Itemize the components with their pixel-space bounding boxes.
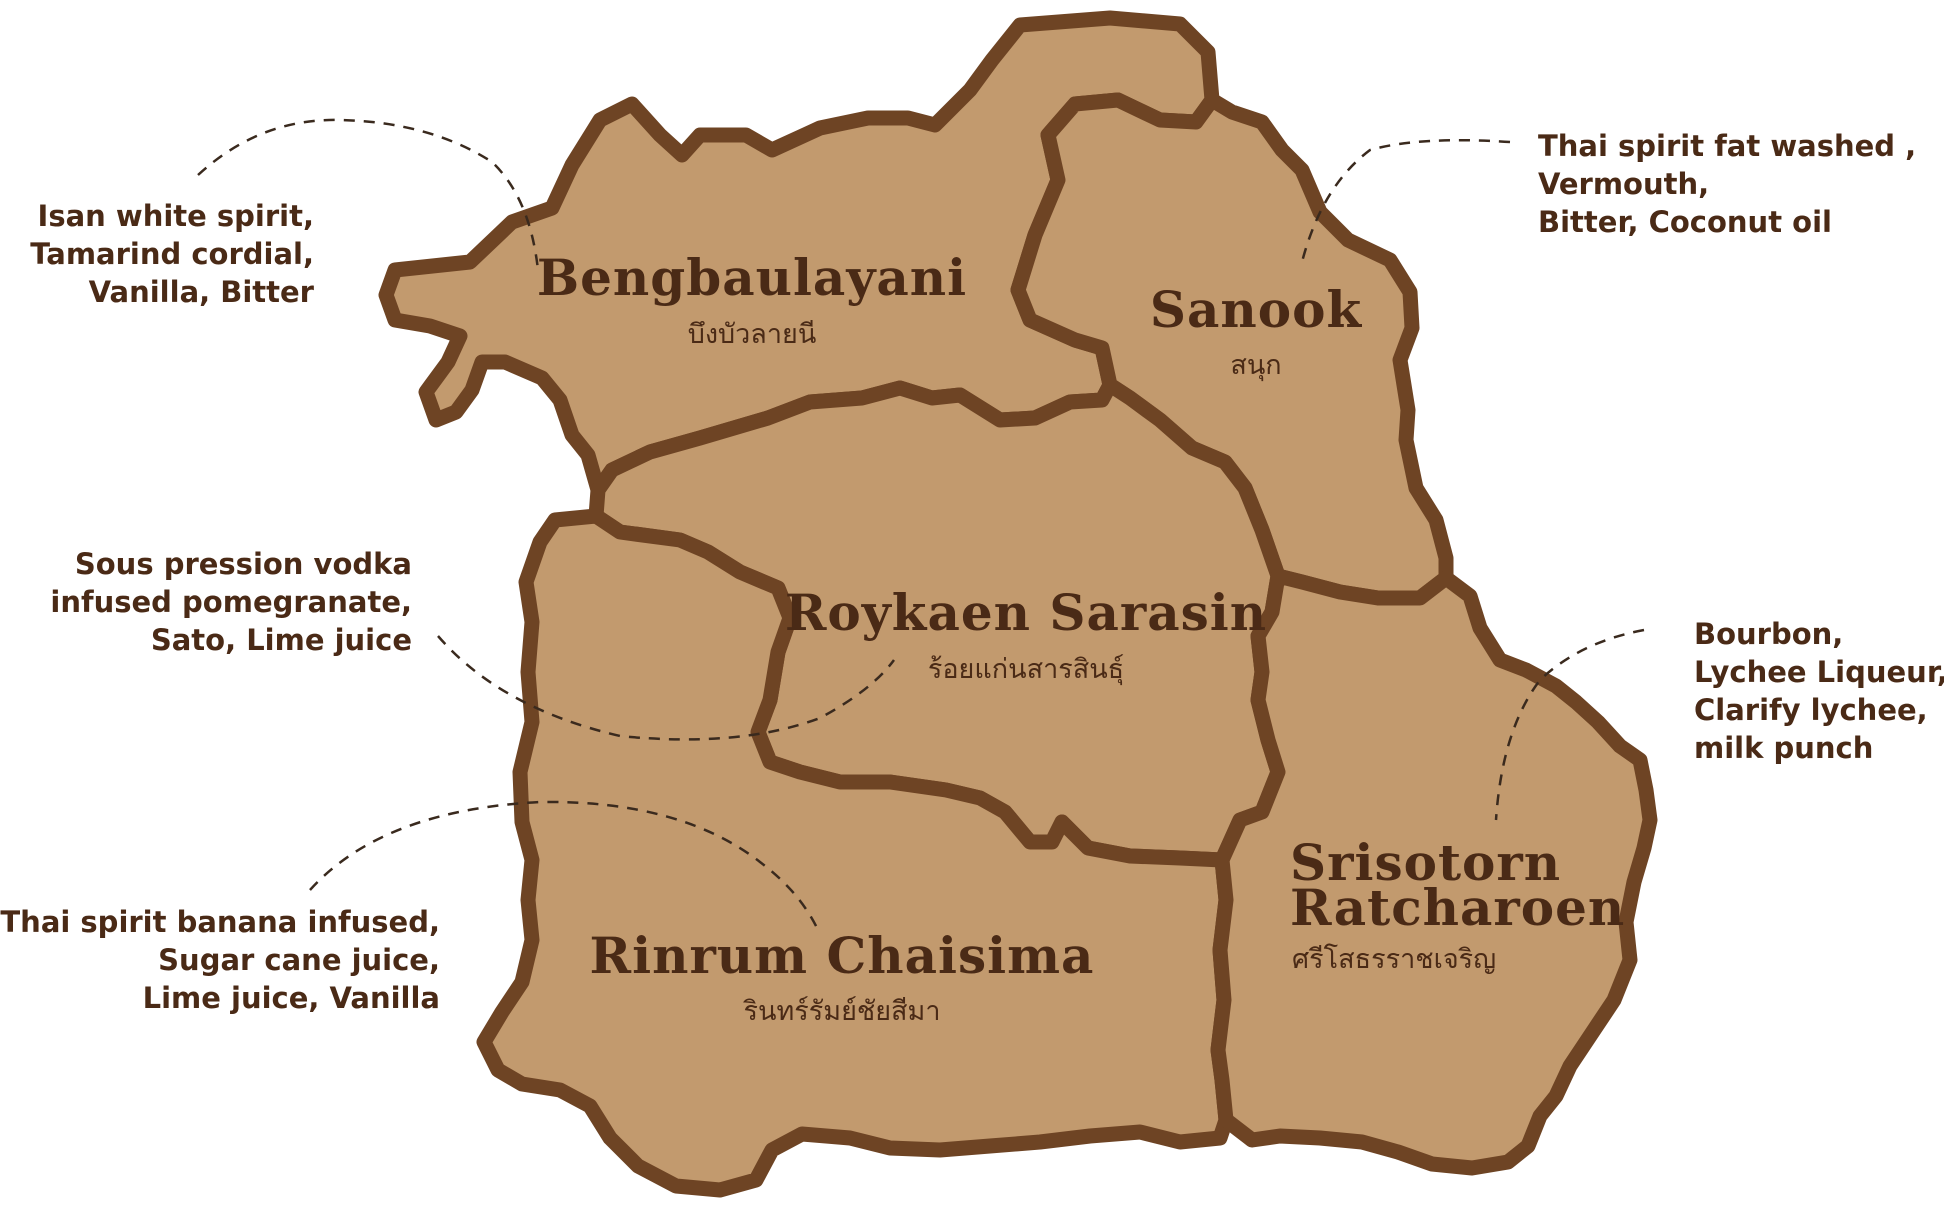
region-label-bengbaulayani: Bengbaulayani [537,248,967,307]
note-line: Vanilla, Bitter [89,275,315,309]
note-line: Thai spirit fat washed , [1538,129,1916,163]
note-line: Sugar cane juice, [158,943,440,977]
note-line: Tamarind cordial, [30,237,314,271]
note-line: Lime juice, Vanilla [143,981,440,1015]
note-line: Sato, Lime juice [151,623,412,657]
region-label-th-bengbaulayani: บึงบัวลายนี [688,319,817,350]
note-sanook: Thai spirit fat washed , Vermouth, Bitte… [1538,129,1916,239]
note-line: Clarify lychee, [1694,693,1928,727]
note-line: Isan white spirit, [38,199,314,233]
note-line: milk punch [1694,731,1873,765]
region-label-srisotorn-line2: Ratcharoen [1290,878,1625,937]
region-label-th-roykaen: ร้อยแก่นสารสินธุ์ [928,653,1124,686]
region-label-roykaen: Roykaen Sarasin [785,583,1267,642]
note-line: infused pomegranate, [50,585,412,619]
note-line: Vermouth, [1538,167,1709,201]
note-line: Thai spirit banana infused, [0,905,440,939]
region-label-rinrum: Rinrum Chaisima [590,926,1095,985]
leader-line-bengbaulayani [197,118,540,271]
note-roykaen: Sous pression vodka infused pomegranate,… [50,547,412,657]
note-line: Lychee Liqueur, [1694,655,1944,689]
region-label-srisotorn-line1: Srisotorn [1290,833,1561,892]
region-label-sanook: Sanook [1150,280,1363,339]
leader-line-roykaen [437,635,896,741]
region-label-th-srisotorn: ศรีโสธรราชเจริญ [1292,944,1496,975]
region-label-th-rinrum: รินทร์รัมย์ชัยสีมา [743,995,940,1027]
note-srisotorn: Bourbon, Lychee Liqueur, Clarify lychee,… [1694,617,1944,765]
note-line: Sous pression vodka [75,547,412,581]
note-bengbaulayani: Isan white spirit, Tamarind cordial, Van… [30,199,314,309]
region-rinrum[interactable] [476,508,1234,1198]
leader-line-rinrum [309,800,820,931]
leader-line-sanook [1300,138,1511,263]
note-line: Bourbon, [1694,617,1843,651]
note-rinrum: Thai spirit banana infused, Sugar cane j… [0,905,440,1015]
region-label-th-sanook: สนุก [1230,350,1281,382]
note-line: Bitter, Coconut oil [1538,205,1832,239]
region-srisotorn[interactable] [1210,568,1658,1176]
leader-line-srisotorn [1494,628,1645,821]
